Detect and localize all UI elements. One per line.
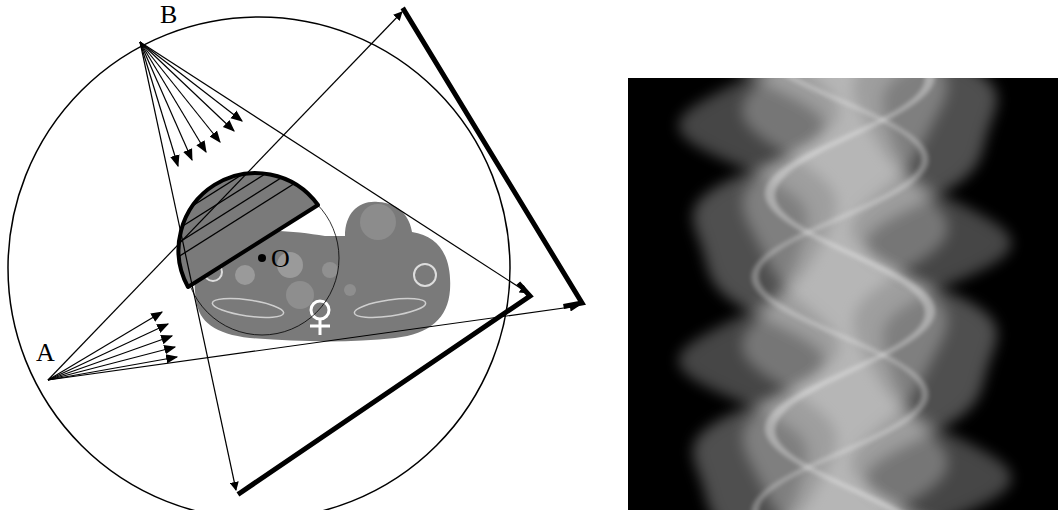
sinogram-band (679, 78, 1012, 510)
point-label: A (36, 340, 55, 366)
detector (240, 10, 582, 493)
hatched-half-disc (110, 49, 330, 300)
point-label: O (271, 246, 290, 272)
fan-beam-a (48, 12, 578, 380)
sinogram-band (742, 78, 948, 510)
sinogram-band (743, 78, 948, 510)
center-point (258, 254, 266, 262)
fan-beam-b (140, 42, 528, 490)
sinogram-band (751, 78, 928, 510)
point-label: B (160, 2, 177, 28)
sinogram (628, 60, 1058, 510)
gantry-circle (8, 17, 510, 510)
sinogram-band (765, 78, 935, 510)
